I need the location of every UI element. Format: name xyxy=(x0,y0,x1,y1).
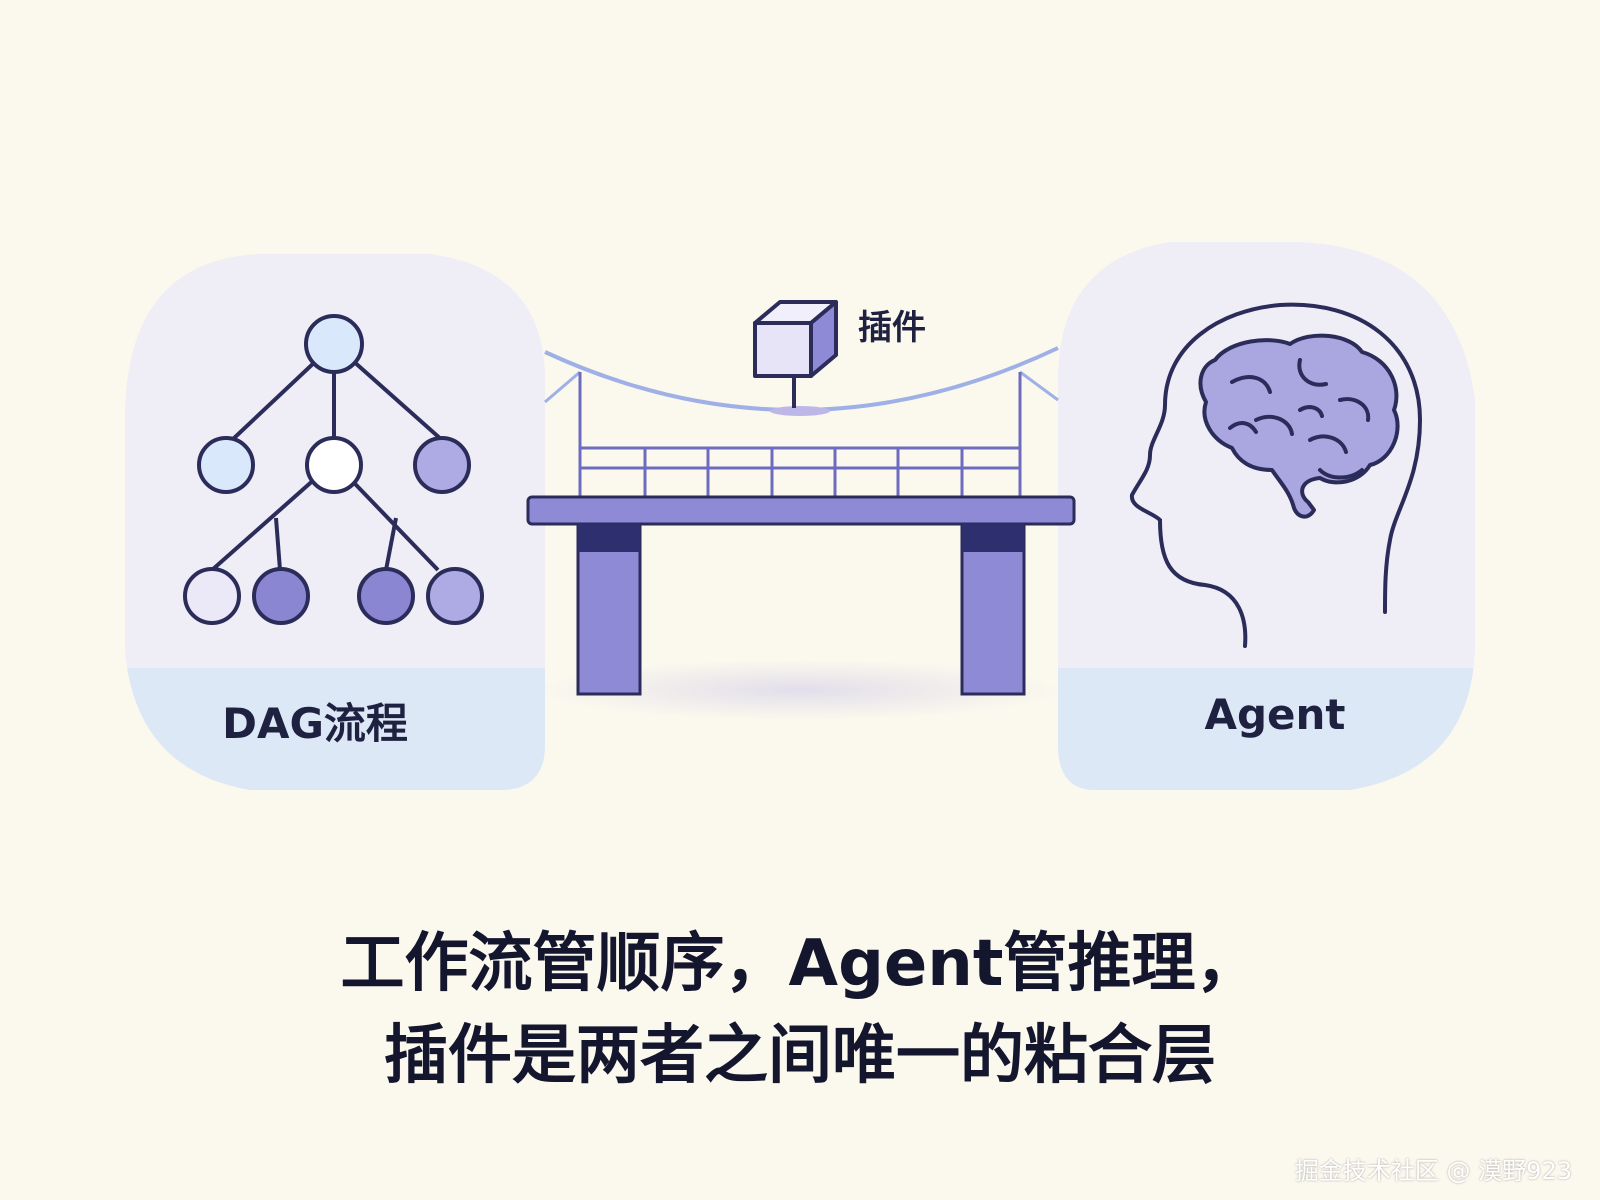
dag-panel xyxy=(125,254,545,790)
plugin-label: 插件 xyxy=(858,308,926,348)
caption-line-1: 工作流管顺序，Agent管推理， xyxy=(340,927,1260,1001)
head-brain-icon xyxy=(1129,302,1423,648)
cube-icon xyxy=(753,300,838,416)
dag-tree-icon xyxy=(183,314,484,625)
bridge-icon xyxy=(526,346,1076,720)
caption-line-2: 插件是两者之间唯一的粘合层 xyxy=(384,1019,1216,1093)
dag-panel-label: DAG流程 xyxy=(222,699,408,748)
caption: 工作流管顺序，Agent管推理， 插件是两者之间唯一的粘合层 xyxy=(0,918,1600,1102)
agent-panel-label: Agent xyxy=(1204,690,1346,739)
watermark: 掘金技术社区 @ 漠野923 xyxy=(1294,1157,1572,1185)
